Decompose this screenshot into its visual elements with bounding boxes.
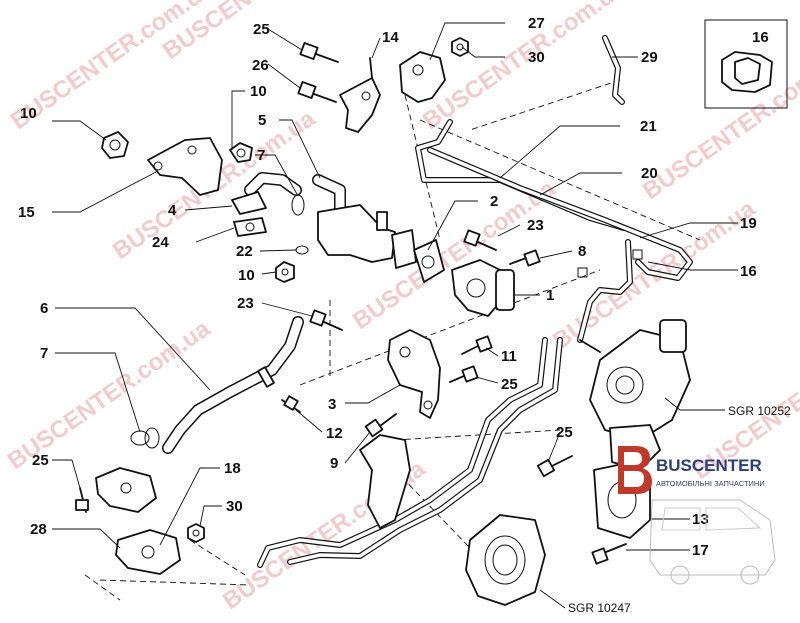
part-15-heat-shield xyxy=(147,137,223,196)
watermark: BUSCENTER.com.ua xyxy=(638,45,800,205)
callout-26: 26 xyxy=(252,57,269,74)
gasket-2 xyxy=(413,239,445,283)
bolt-25-mid xyxy=(449,365,479,383)
callout-1: 1 xyxy=(546,287,554,304)
bolt-23-mid xyxy=(309,309,343,331)
part-4-elbow xyxy=(231,172,302,215)
callout-14: 14 xyxy=(382,29,399,46)
bolt-23-top xyxy=(463,229,497,251)
callout-6: 6 xyxy=(40,300,48,317)
watermark: BUSCENTER.com.ua xyxy=(6,0,219,135)
callout-25: 25 xyxy=(253,21,270,38)
callout-20: 20 xyxy=(641,165,658,182)
bolt-8 xyxy=(509,249,541,267)
pipe-21 xyxy=(415,119,627,231)
callout-7: 7 xyxy=(257,147,265,164)
watermark: BUSCENTER.com.ua xyxy=(3,315,216,475)
part-16-clip xyxy=(704,19,788,109)
callout-24: 24 xyxy=(152,234,169,251)
part-6-hose xyxy=(162,316,304,454)
logo-tagline: АВТОМОБІЛЬНІ ЗАПЧАСТИНИ xyxy=(656,479,765,488)
ref-sgr-10252: SGR 10252 xyxy=(728,404,791,418)
leader-lines xyxy=(52,22,738,609)
callout-3: 3 xyxy=(328,396,336,413)
callout-25: 25 xyxy=(556,424,573,441)
watermark: BUSCENTER.com.ua xyxy=(418,0,631,135)
nut-10-mid xyxy=(275,261,295,283)
callout-19: 19 xyxy=(740,215,757,232)
callout-labels: 25 27 14 30 26 29 16 10 10 5 7 21 15 4 2… xyxy=(18,15,791,615)
callout-18: 18 xyxy=(224,460,241,477)
callout-2: 2 xyxy=(490,193,498,210)
lower-pipe-loop xyxy=(257,337,563,568)
callout-8: 8 xyxy=(578,243,586,260)
ref-sgr-10247: SGR 10247 xyxy=(568,601,631,615)
part-29-pipe xyxy=(602,35,625,105)
callout-15: 15 xyxy=(18,204,35,221)
callout-25: 25 xyxy=(32,452,49,469)
bolt-12 xyxy=(281,395,301,413)
callout-4: 4 xyxy=(168,202,177,219)
callout-17: 17 xyxy=(692,542,709,559)
callout-27: 27 xyxy=(528,15,545,32)
pipe-20 xyxy=(427,147,693,281)
part-3-bracket xyxy=(387,329,441,419)
washer-10-upper xyxy=(229,142,253,163)
part-28-sensor-bracket xyxy=(95,467,157,513)
bolt-9 xyxy=(364,413,397,438)
part-27-bracket xyxy=(399,51,446,103)
callout-5: 5 xyxy=(258,112,266,129)
callout-29: 29 xyxy=(641,49,658,66)
callout-22: 22 xyxy=(236,243,253,260)
callout-12: 12 xyxy=(326,425,343,442)
part-18-sensor xyxy=(115,529,181,575)
callout-23: 23 xyxy=(527,217,544,234)
pipe-19 xyxy=(577,239,633,343)
washer-10-left xyxy=(101,131,129,159)
reference-markers xyxy=(577,249,643,278)
ring-7-upper xyxy=(291,194,305,216)
callout-30: 30 xyxy=(226,498,243,515)
logo-name: BUSCENTER xyxy=(656,456,762,475)
callout-16: 16 xyxy=(740,263,757,280)
bolt-25-low xyxy=(536,455,573,478)
part-14-bracket xyxy=(339,57,381,133)
bolt-25-top xyxy=(299,42,339,63)
callout-25: 25 xyxy=(501,376,518,393)
callout-28: 28 xyxy=(30,521,47,538)
callout-21: 21 xyxy=(640,118,657,135)
nut-30-top xyxy=(451,37,469,57)
bolt-11 xyxy=(461,335,493,355)
throttle-body xyxy=(465,514,546,606)
callout-16: 16 xyxy=(752,29,769,46)
nut-30-low xyxy=(187,523,205,543)
callout-11: 11 xyxy=(501,348,517,365)
callout-23: 23 xyxy=(237,295,254,312)
callout-10: 10 xyxy=(238,267,255,284)
bolt-17 xyxy=(591,543,627,565)
callout-10: 10 xyxy=(250,83,267,100)
gasket-24 xyxy=(233,217,267,237)
part-5-egr-pipe xyxy=(312,174,417,269)
part-1-egr-valve xyxy=(451,259,515,317)
callout-9: 9 xyxy=(330,455,338,472)
ring-7-lower xyxy=(130,427,160,449)
callout-30: 30 xyxy=(528,49,545,66)
callout-7: 7 xyxy=(40,345,48,362)
bolt-26 xyxy=(297,81,337,103)
bolt-25-left xyxy=(75,487,89,513)
callout-10: 10 xyxy=(20,105,37,122)
washer-22 xyxy=(295,245,309,255)
buscenter-logo: BUSCENTER АВТОМОБІЛЬНІ ЗАПЧАСТИНИ xyxy=(618,446,776,585)
